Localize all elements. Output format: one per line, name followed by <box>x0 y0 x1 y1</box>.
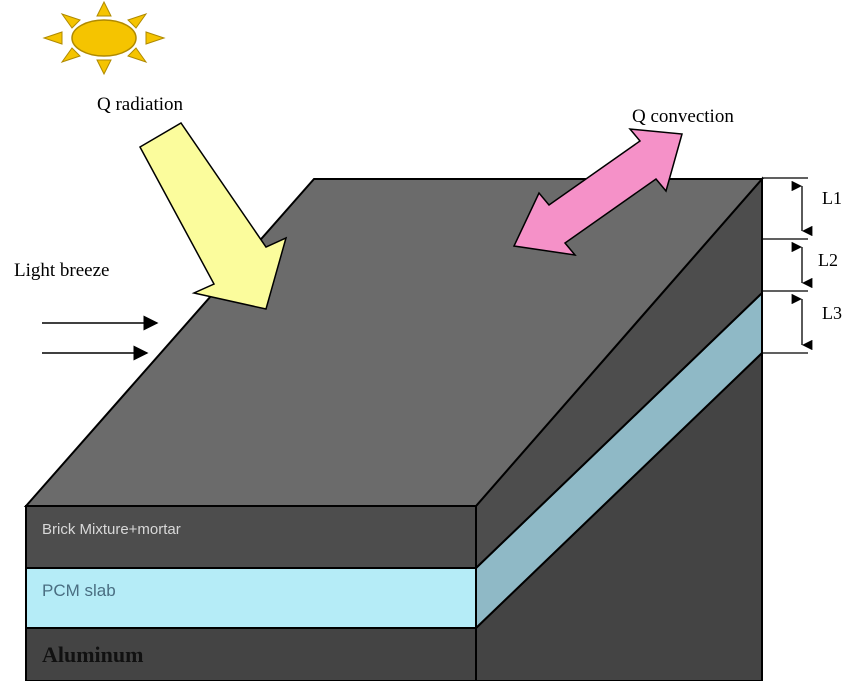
q-convection-label: Q convection <box>632 106 734 127</box>
aluminum-layer-label: Aluminum <box>42 642 143 667</box>
q-radiation-label: Q radiation <box>97 94 184 115</box>
radiation-arrow-icon <box>138 121 288 310</box>
brick-front-face <box>25 505 477 569</box>
l3-label: L3 <box>822 303 842 323</box>
breeze-arrows-icon <box>42 315 159 361</box>
pcm-layer-label: PCM slab <box>42 581 116 600</box>
thickness-dimensions <box>762 177 813 354</box>
double-arrow-icon <box>512 128 683 257</box>
brick-layer-label: Brick Mixture+mortar <box>42 521 181 538</box>
l2-label: L2 <box>818 250 838 270</box>
sun-icon <box>42 0 166 76</box>
l1-label: L1 <box>822 188 842 208</box>
aluminum-front-face <box>25 627 477 681</box>
light-breeze-label: Light breeze <box>14 260 109 281</box>
